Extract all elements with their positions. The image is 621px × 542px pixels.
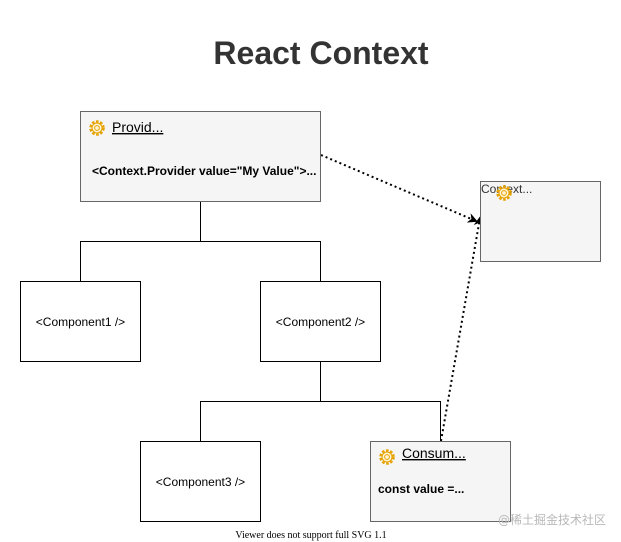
component3-node[interactable]: <Component3 /> [140,441,261,522]
provider-code: <Context.Provider value="My Value">... [92,164,316,178]
provider-node[interactable]: Provid... <Context.Provider value="My Va… [80,111,321,202]
component1-node[interactable]: <Component1 /> [20,281,141,362]
component3-box[interactable] [140,441,261,522]
context-node[interactable]: Context... [480,181,601,262]
component1-label: <Component1 /> [36,315,125,329]
consumer-label[interactable]: Consum... [402,445,466,461]
diagram-title: React Context [213,35,429,71]
consumer-node[interactable]: Consum... const value =... [370,441,511,522]
edge-component2-component3 [200,361,321,441]
edge-provider-component2 [200,241,321,281]
tree-connectors [80,201,441,441]
component3-label: <Component3 /> [156,475,245,489]
provider-box[interactable] [80,111,321,202]
consumer-code: const value =... [378,482,464,496]
consumer-to-context-arrow [440,216,484,442]
edge-provider-component1 [80,201,201,281]
provider-label[interactable]: Provid... [112,119,163,135]
consumer-box[interactable] [370,441,511,522]
watermark-text: @稀土掘金技术社区 [498,512,606,527]
component2-node[interactable]: <Component2 /> [260,281,381,362]
component2-box[interactable] [260,281,381,362]
edge-component2-consumer [320,401,441,441]
component1-box[interactable] [20,281,141,362]
provider-to-context-arrow [320,154,478,223]
svg-support-warning: Viewer does not support full SVG 1.1 [235,530,386,541]
component2-label: <Component2 /> [276,315,365,329]
